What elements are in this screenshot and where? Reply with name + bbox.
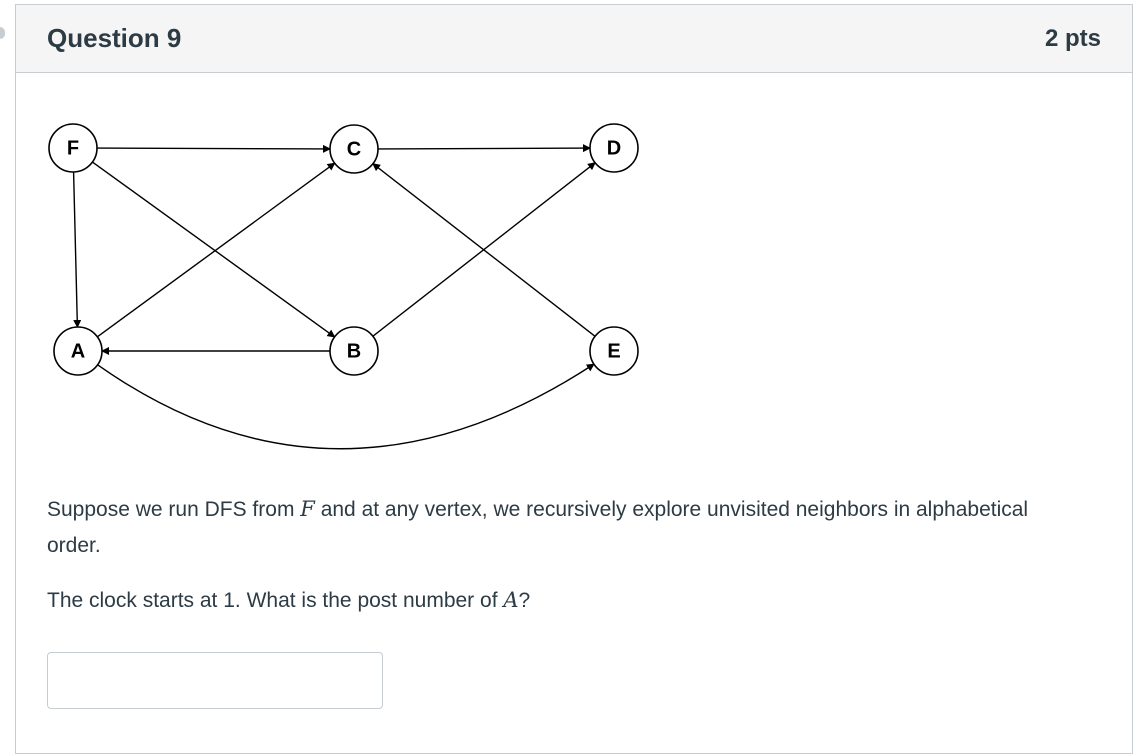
node-label-f: F — [67, 137, 79, 159]
edge-f-to-b — [92, 161, 336, 338]
node-e: E — [589, 326, 639, 376]
node-circle — [48, 123, 98, 173]
node-label-d: D — [607, 137, 621, 159]
graph-diagram: F C D A B E — [16, 73, 716, 483]
node-c: C — [329, 124, 379, 174]
node-b: B — [329, 326, 379, 376]
node-circle — [589, 326, 639, 376]
edge-e-to-c — [372, 163, 596, 337]
question-header: Question 9 2 pts — [16, 5, 1132, 73]
node-label-a: A — [71, 340, 85, 362]
node-circle — [329, 124, 379, 174]
prompt-part-2: ? — [518, 589, 531, 612]
start-vertex-symbol: F — [300, 497, 315, 521]
node-circle — [589, 123, 639, 173]
question-text: Suppose we run DFS from F and at any ver… — [47, 491, 1047, 619]
node-circle — [329, 326, 379, 376]
question-prompt: The clock starts at 1. What is the post … — [47, 582, 1047, 619]
question-description: Suppose we run DFS from F and at any ver… — [47, 491, 1047, 564]
query-vertex-symbol: A — [503, 588, 519, 612]
question-card: Question 9 2 pts F C D A B E Suppose we run D… — [15, 4, 1133, 754]
node-label-b: B — [347, 340, 361, 362]
question-points: 2 pts — [1044, 24, 1101, 52]
node-label-c: C — [347, 138, 361, 160]
edge-f-to-c — [96, 144, 331, 153]
node-f: F — [48, 123, 98, 173]
node-circle — [53, 326, 103, 376]
edge-a-to-c — [96, 162, 336, 338]
edge-a-to-e — [97, 363, 595, 450]
node-a: A — [53, 326, 103, 376]
edge-c-to-d — [377, 144, 591, 153]
node-label-e: E — [607, 340, 620, 362]
question-title: Question 9 — [47, 23, 182, 53]
answer-input[interactable] — [47, 652, 383, 709]
edge-f-to-a — [72, 171, 82, 329]
description-part-1: Suppose we run DFS from — [47, 498, 301, 521]
description-part-2: and at any vertex, we recursively explor… — [47, 498, 1029, 557]
prompt-part-1: The clock starts at 1. What is the post … — [47, 589, 504, 612]
node-d: D — [589, 123, 639, 173]
left-edge-marker — [0, 27, 5, 39]
